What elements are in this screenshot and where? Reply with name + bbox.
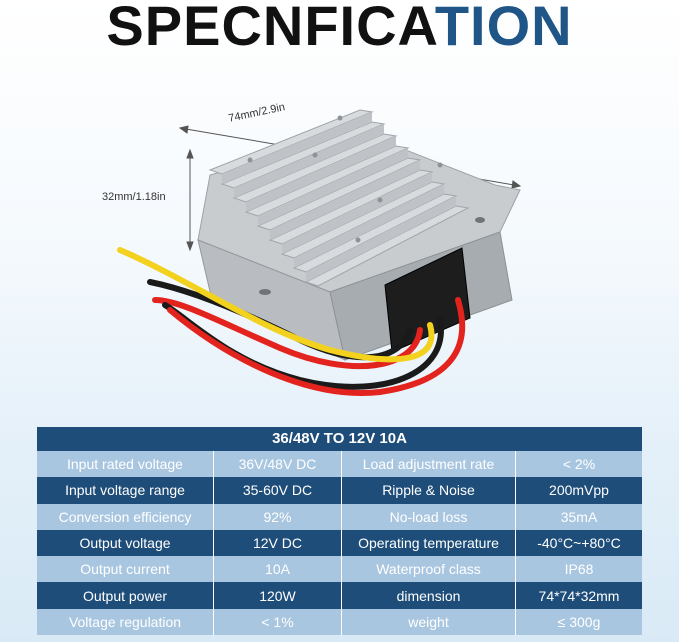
table-cell: Load adjustment rate — [341, 451, 515, 478]
table-cell: Output current — [80, 561, 170, 578]
table-row: Input rated voltage 36V/48V DC Load adju… — [37, 451, 642, 478]
table-cell: weight — [341, 608, 515, 636]
table-row: Output current 10A Waterproof class IP68 — [37, 556, 642, 583]
table-row: Output power 120W dimension 74*74*32mm — [37, 582, 642, 609]
table-cell: < 1% — [213, 608, 341, 636]
table-cell: No-load loss — [341, 503, 515, 530]
table-row: Conversion efficiency 92% No-load loss 3… — [37, 503, 642, 530]
table-cell: Ripple & Noise — [341, 477, 515, 504]
table-cell: Input rated voltage — [67, 456, 183, 473]
table-cell: < 2% — [515, 451, 642, 478]
table-cell: IP68 — [515, 556, 642, 583]
spec-table: 36/48V TO 12V 10A Input rated voltage 36… — [37, 427, 642, 636]
page-title: SPECNFICATION — [0, 0, 679, 54]
table-cell: -40°C~+80°C — [515, 529, 642, 557]
table-cell: Operating temperature — [341, 529, 515, 557]
table-cell: 35mA — [515, 503, 642, 530]
table-cell: 10A — [213, 556, 341, 583]
height-dimension-label: 32mm/1.18in — [102, 191, 166, 203]
table-cell: 12V DC — [213, 529, 341, 557]
table-cell: 200mVpp — [515, 477, 642, 504]
title-accent-part: TION — [434, 0, 573, 57]
wires — [117, 247, 466, 396]
table-row: Output voltage 12V DC Operating temperat… — [37, 529, 642, 557]
table-cell: Voltage regulation — [68, 613, 182, 630]
table-cell: 36V/48V DC — [213, 451, 341, 478]
table-cell: Waterproof class — [341, 556, 515, 583]
table-cell: Input voltage range — [65, 482, 185, 499]
table-cell: Output voltage — [79, 535, 171, 552]
table-cell: 92% — [213, 503, 341, 530]
table-cell: dimension — [341, 582, 515, 609]
converter-body — [197, 109, 521, 361]
table-row: Input voltage range 35-60V DC Ripple & N… — [37, 477, 642, 504]
table-cell: Output power — [82, 587, 168, 604]
title-dark-part: SPECNFICA — [106, 0, 435, 57]
table-cell: ≤ 300g — [515, 608, 642, 636]
converter-illustration — [117, 109, 522, 396]
table-row: Voltage regulation < 1% weight ≤ 300g — [37, 608, 642, 636]
table-cell: Conversion efficiency — [58, 508, 192, 525]
table-cell: 120W — [213, 582, 341, 609]
table-cell: 35-60V DC — [213, 477, 341, 504]
table-cell: 74*74*32mm — [515, 582, 642, 609]
spec-table-title: 36/48V TO 12V 10A — [37, 427, 642, 451]
